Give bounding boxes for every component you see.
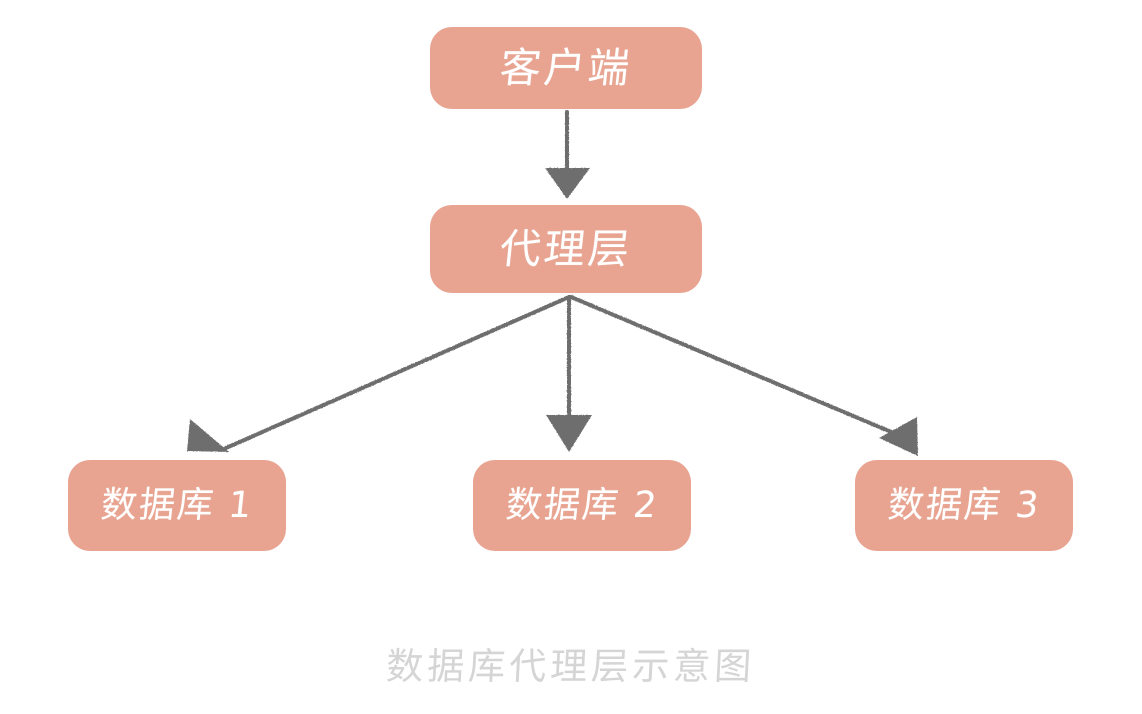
node-database-3-label: 数据库 3	[885, 484, 1043, 526]
node-proxy[interactable]: 代理层	[430, 205, 702, 293]
node-database-1-label: 数据库 1	[98, 484, 256, 526]
node-client[interactable]: 客户端	[430, 27, 702, 109]
node-database-2-label: 数据库 2	[503, 484, 661, 526]
arrow-client-to-proxy	[545, 110, 590, 199]
node-database-1[interactable]: 数据库 1	[68, 460, 286, 551]
node-database-3[interactable]: 数据库 3	[855, 460, 1073, 551]
arrow-proxy-to-db1	[187, 295, 571, 452]
arrow-proxy-to-db2	[546, 295, 592, 452]
diagram-caption: 数据库代理层示意图	[385, 645, 757, 688]
node-client-label: 客户端	[497, 43, 635, 92]
node-database-2[interactable]: 数据库 2	[473, 460, 691, 551]
arrow-proxy-to-db3	[569, 295, 918, 456]
node-proxy-label: 代理层	[497, 224, 635, 273]
